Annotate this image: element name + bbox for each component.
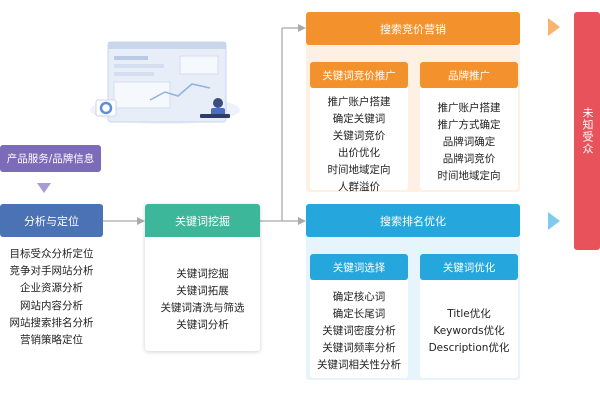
chevron-right-icon-seo bbox=[548, 212, 560, 230]
list-item: 推广方式确定 bbox=[437, 119, 501, 131]
down-arrow-icon bbox=[37, 183, 51, 193]
list-item: 品牌词确定 bbox=[442, 136, 496, 148]
product-brand-info-box: 产品服务/品牌信息 bbox=[0, 145, 101, 172]
analysis-list: 目标受众分析定位 竞争对手网站分析 企业资源分析 网站内容分析 网站搜索排名分析… bbox=[0, 246, 103, 349]
sem-bidding-header: 关键词竞价推广 bbox=[310, 62, 408, 88]
seo-selection-title: 关键词选择 bbox=[332, 261, 386, 274]
seo-optimize-list: Title优化 Keywords优化 Description优化 bbox=[420, 306, 518, 357]
chevron-right-icon-sem bbox=[548, 18, 560, 36]
list-item: 确定关键词 bbox=[332, 113, 386, 125]
seo-selection-header: 关键词选择 bbox=[310, 254, 408, 280]
list-item: 营销策略定位 bbox=[20, 334, 83, 347]
list-item: 关键词拓展 bbox=[176, 285, 229, 297]
unknown-audience-box: 未知受众 bbox=[574, 12, 600, 250]
unknown-audience-label: 未知受众 bbox=[581, 107, 594, 155]
list-item: 出价优化 bbox=[338, 147, 380, 159]
list-item: 确定核心词 bbox=[332, 291, 386, 303]
analysis-title: 分析与定位 bbox=[24, 214, 79, 228]
list-item: 确定长尾词 bbox=[332, 308, 386, 320]
sem-title: 搜索竞价营销 bbox=[380, 22, 446, 36]
product-brand-info-label: 产品服务/品牌信息 bbox=[6, 153, 95, 165]
sem-brand-header: 品牌推广 bbox=[420, 62, 518, 88]
keyword-mining-list: 关键词挖掘 关键词拓展 关键词清洗与筛选 关键词分析 bbox=[145, 266, 260, 334]
list-item: 关键词相关性分析 bbox=[317, 359, 401, 371]
sem-header: 搜索竞价营销 bbox=[306, 12, 520, 45]
list-item: 关键词密度分析 bbox=[322, 325, 396, 337]
seo-selection-list: 确定核心词 确定长尾词 关键词密度分析 关键词频率分析 关键词相关性分析 bbox=[310, 289, 408, 374]
keyword-mining-header: 关键词挖掘 bbox=[145, 204, 260, 237]
list-item: 目标受众分析定位 bbox=[9, 248, 94, 260]
sem-bidding-list: 推广账户搭建 确定关键词 关键词竞价 出价优化 时间地域定向 人群溢价 bbox=[310, 94, 408, 196]
list-item: Description优化 bbox=[428, 342, 510, 354]
arrow-head-keyword bbox=[137, 217, 145, 225]
list-item: Keywords优化 bbox=[433, 325, 505, 337]
list-item: 关键词竞价 bbox=[332, 130, 386, 142]
list-item: 品牌词竞价 bbox=[442, 153, 496, 165]
analysis-header: 分析与定位 bbox=[0, 204, 103, 237]
arrow-head-sem bbox=[298, 24, 306, 32]
sem-bidding-title: 关键词竞价推广 bbox=[322, 69, 396, 82]
list-item: 人群溢价 bbox=[338, 181, 380, 193]
list-item: Title优化 bbox=[447, 308, 491, 320]
seo-header: 搜索排名优化 bbox=[306, 204, 520, 237]
keyword-mining-title: 关键词挖掘 bbox=[175, 214, 230, 228]
arrow-head-seo bbox=[298, 217, 306, 225]
list-item: 关键词频率分析 bbox=[322, 342, 396, 354]
list-item: 企业资源分析 bbox=[20, 282, 83, 295]
list-item: 时间地域定向 bbox=[327, 164, 391, 176]
list-item: 推广账户搭建 bbox=[437, 102, 501, 114]
seo-title: 搜索排名优化 bbox=[380, 214, 446, 228]
list-item: 时间地域定向 bbox=[437, 170, 501, 182]
list-item: 网站内容分析 bbox=[20, 299, 83, 312]
seo-optimize-title: 关键词优化 bbox=[442, 261, 496, 274]
list-item: 关键词挖掘 bbox=[176, 268, 229, 280]
list-item: 竞争对手网站分析 bbox=[9, 265, 94, 278]
seo-optimize-header: 关键词优化 bbox=[420, 254, 518, 280]
sem-brand-list: 推广账户搭建 推广方式确定 品牌词确定 品牌词竞价 时间地域定向 bbox=[420, 100, 518, 185]
list-item: 推广账户搭建 bbox=[327, 96, 391, 108]
list-item: 网站搜索排名分析 bbox=[9, 316, 94, 329]
sem-brand-title: 品牌推广 bbox=[448, 69, 490, 82]
list-item: 关键词清洗与筛选 bbox=[160, 302, 245, 314]
list-item: 关键词分析 bbox=[176, 319, 229, 331]
